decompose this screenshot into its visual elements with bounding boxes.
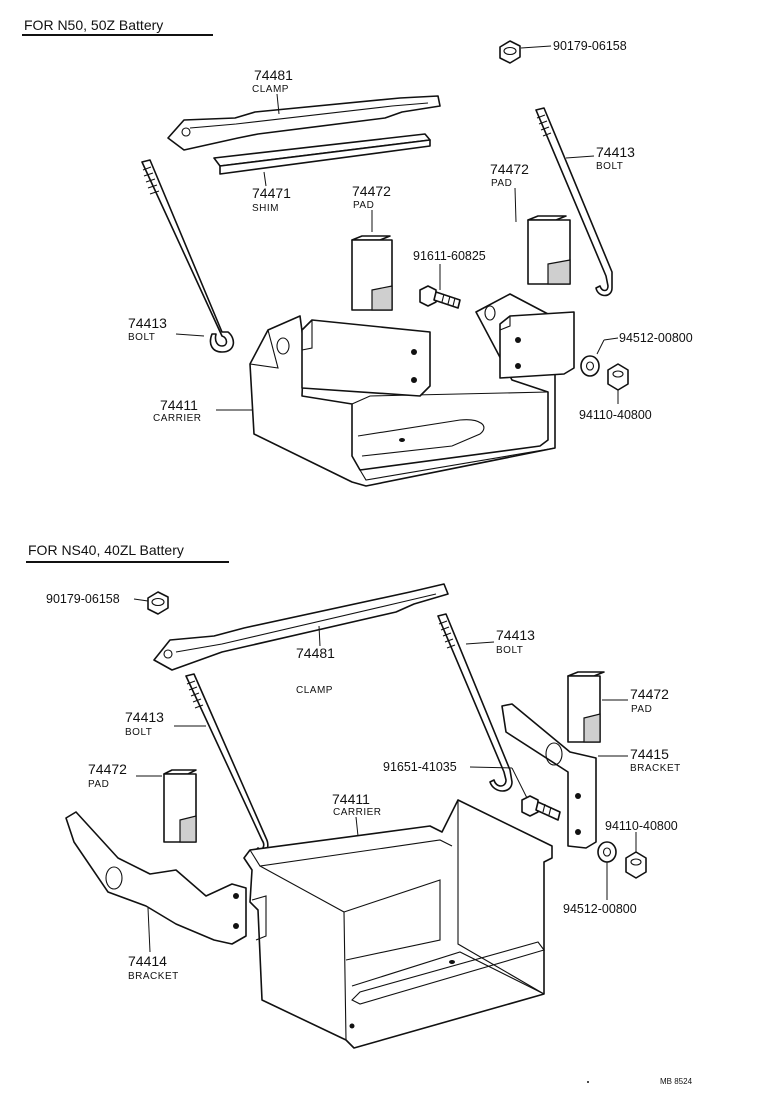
hex-bolt-part — [521, 795, 561, 821]
pad-part — [163, 769, 197, 843]
label-bolt-bottom-right: BOLT — [496, 645, 523, 656]
label-74415: 74415 — [630, 746, 669, 762]
label-74411-top: 74411 — [160, 397, 198, 413]
flange-nut-part — [499, 40, 521, 64]
label-74472-bottom-left: 74472 — [88, 761, 127, 777]
label-carrier-bottom: CARRIER — [333, 807, 382, 818]
label-74413-left: 74413 — [128, 315, 167, 331]
label-74472-right: 74472 — [490, 161, 529, 177]
label-bolt-bottom-left: BOLT — [125, 727, 152, 738]
j-bolt-part — [535, 107, 613, 297]
carrier-part — [243, 799, 553, 1049]
label-74481-bottom: 74481 — [296, 645, 335, 661]
shim-part — [213, 133, 431, 175]
label-74411-bottom: 74411 — [332, 791, 370, 807]
label-94110-40800-top: 94110-40800 — [579, 408, 652, 422]
label-90179-06158-bottom: 90179-06158 — [46, 592, 120, 606]
washer-part — [597, 841, 617, 863]
label-74481-top: 74481 — [254, 67, 293, 83]
label-91611-60825: 91611-60825 — [413, 249, 486, 263]
label-90179-06158-top: 90179-06158 — [553, 39, 627, 53]
label-bracket-74415: BRACKET — [630, 763, 681, 774]
label-74471: 74471 — [252, 185, 291, 201]
label-clamp-bottom: CLAMP — [296, 685, 333, 696]
carrier-side-plate — [301, 319, 431, 397]
clamp-part — [153, 583, 449, 671]
label-94512-00800-top: 94512-00800 — [619, 331, 693, 345]
label-94110-40800-bottom: 94110-40800 — [605, 819, 678, 833]
flange-nut-part — [147, 591, 169, 615]
label-74413-bottom-left: 74413 — [125, 709, 164, 725]
label-74413-right: 74413 — [596, 144, 635, 160]
label-bolt-right: BOLT — [596, 161, 623, 172]
bracket-part — [65, 811, 247, 945]
label-pad-bottom-right: PAD — [631, 704, 652, 715]
label-shim: SHIM — [252, 203, 279, 214]
label-74413-bottom-right: 74413 — [496, 627, 535, 643]
label-bracket-74414: BRACKET — [128, 971, 179, 982]
j-bolt-part — [185, 673, 269, 855]
label-94512-00800-bottom: 94512-00800 — [563, 902, 637, 916]
hex-nut-part — [625, 851, 647, 879]
hex-nut-part — [607, 363, 629, 391]
label-91651-41035: 91651-41035 — [383, 760, 457, 774]
label-bolt-left: BOLT — [128, 332, 155, 343]
label-clamp-top: CLAMP — [252, 84, 289, 95]
drawing-code: MB 8524 — [660, 1077, 693, 1086]
washer-part — [580, 355, 600, 377]
hex-bolt-part — [419, 285, 461, 309]
pad-part — [567, 671, 605, 743]
pad-part — [351, 235, 393, 311]
label-74472-bottom-right: 74472 — [630, 686, 669, 702]
label-carrier-top: CARRIER — [153, 413, 202, 424]
label-pad-center: PAD — [353, 200, 374, 211]
label-pad-right: PAD — [491, 178, 512, 189]
pad-part — [527, 215, 571, 285]
bracket-part — [501, 703, 597, 849]
label-74472-center: 74472 — [352, 183, 391, 199]
section-title-ns40: FOR NS40, 40ZL Battery — [28, 542, 184, 558]
label-pad-bottom-left: PAD — [88, 779, 109, 790]
section-title-n50: FOR N50, 50Z Battery — [24, 17, 163, 33]
carrier-side-plate — [499, 311, 575, 379]
label-74414: 74414 — [128, 953, 167, 969]
clamp-part — [167, 95, 441, 151]
j-bolt-part — [437, 613, 513, 792]
j-bolt-part — [141, 159, 235, 353]
